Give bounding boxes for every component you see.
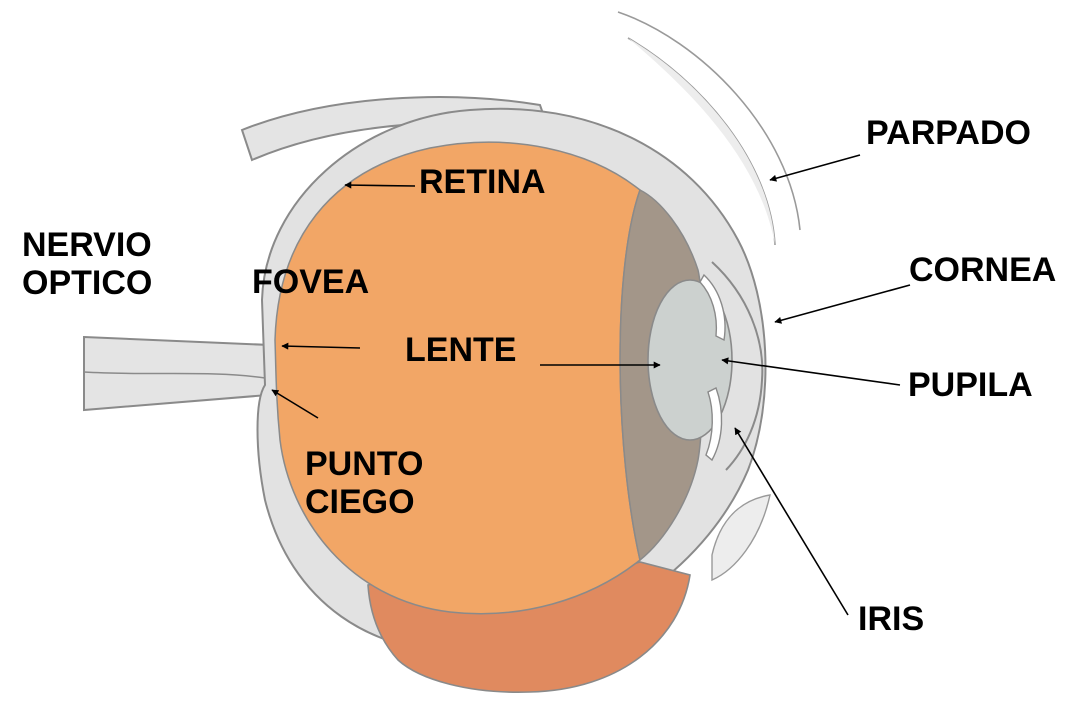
label-punto-line1: PUNTO	[305, 445, 423, 483]
vitreous-body	[275, 142, 640, 614]
label-lente: LENTE	[405, 331, 516, 369]
label-punto-ciego: PUNTO CIEGO	[305, 445, 423, 521]
label-retina: RETINA	[419, 163, 546, 201]
label-pupila: PUPILA	[908, 366, 1033, 404]
label-nervio-line2: OPTICO	[22, 264, 152, 302]
label-iris: IRIS	[858, 600, 924, 638]
label-cornea: CORNEA	[909, 251, 1056, 289]
label-ciego-line2: CIEGO	[305, 483, 423, 521]
arrow-retina	[345, 185, 415, 186]
arrow-cornea	[775, 285, 910, 322]
label-nervio-line1: NERVIO	[22, 226, 152, 264]
label-fovea: FOVEA	[252, 263, 369, 301]
label-nervio-optico: NERVIO OPTICO	[22, 226, 152, 302]
label-parpado: PARPADO	[866, 114, 1031, 152]
